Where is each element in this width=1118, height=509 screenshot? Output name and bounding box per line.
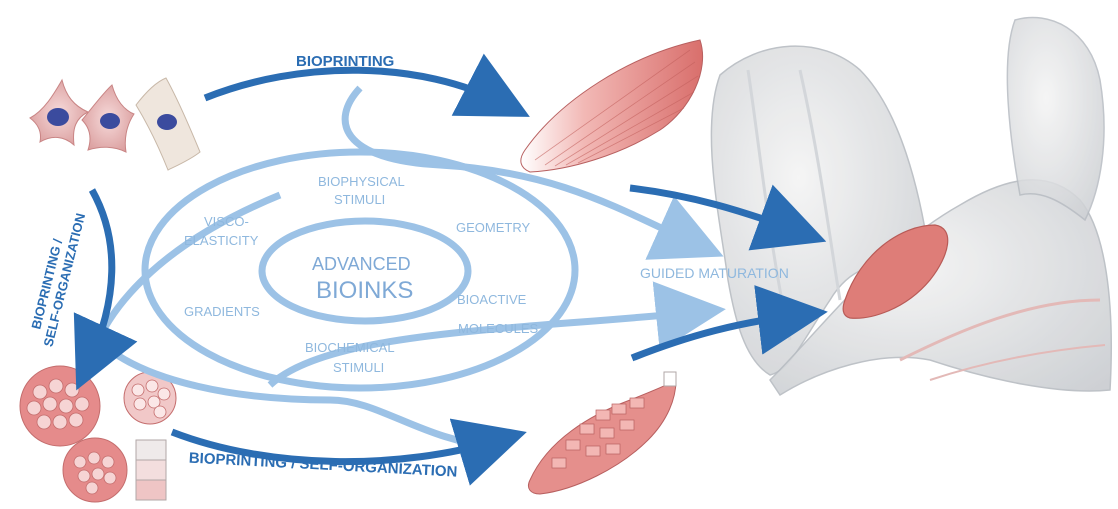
label-center-line2: BIOINKS [316, 277, 413, 304]
arrow-maturation-bottom [630, 285, 828, 362]
label-biochemical-line2: STIMULI [333, 360, 384, 375]
single-cells-icon [29, 77, 201, 171]
label-biochemical-line1: BIOCHEMICAL [305, 340, 395, 355]
label-geometry: GEOMETRY [456, 220, 530, 235]
label-biophysical-line2: STIMULI [334, 192, 385, 207]
bioprinted-muscle-top-icon [520, 39, 704, 173]
left-bottom-curve [107, 347, 501, 452]
top-loop-arrow [341, 85, 724, 260]
outer-loop [141, 148, 579, 392]
bottom-loop-arrow [267, 281, 726, 388]
arrow-bioprinting-bottom [170, 418, 527, 486]
arrow-bioprinting-left [73, 188, 138, 391]
label-visco-line1: VISCO- [204, 214, 249, 229]
label-visco-line2: ELASTICITY [184, 233, 259, 248]
arrow-bioprinting-top [203, 53, 530, 117]
arm-muscle-icon [842, 224, 949, 319]
dark-arrows [73, 53, 828, 486]
arrow-maturation-top [629, 184, 827, 251]
label-bioactive-line1: BIOACTIVE [457, 292, 527, 307]
label-biophysical-line1: BIOPHYSICAL [318, 174, 405, 189]
bioprinted-muscle-bottom-icon [527, 371, 677, 495]
label-center-line1: ADVANCED [312, 254, 411, 274]
label-bioprinting-top: BIOPRINTING [296, 53, 394, 70]
label-bioactive-line2: MOLECULES [458, 321, 539, 336]
human-arm-icon [710, 16, 1112, 397]
inner-loop [258, 217, 472, 325]
cell-spheroids-icon [19, 365, 177, 503]
label-guided-maturation: GUIDED MATURATION [640, 265, 789, 281]
label-gradients: GRADIENTS [184, 304, 260, 319]
